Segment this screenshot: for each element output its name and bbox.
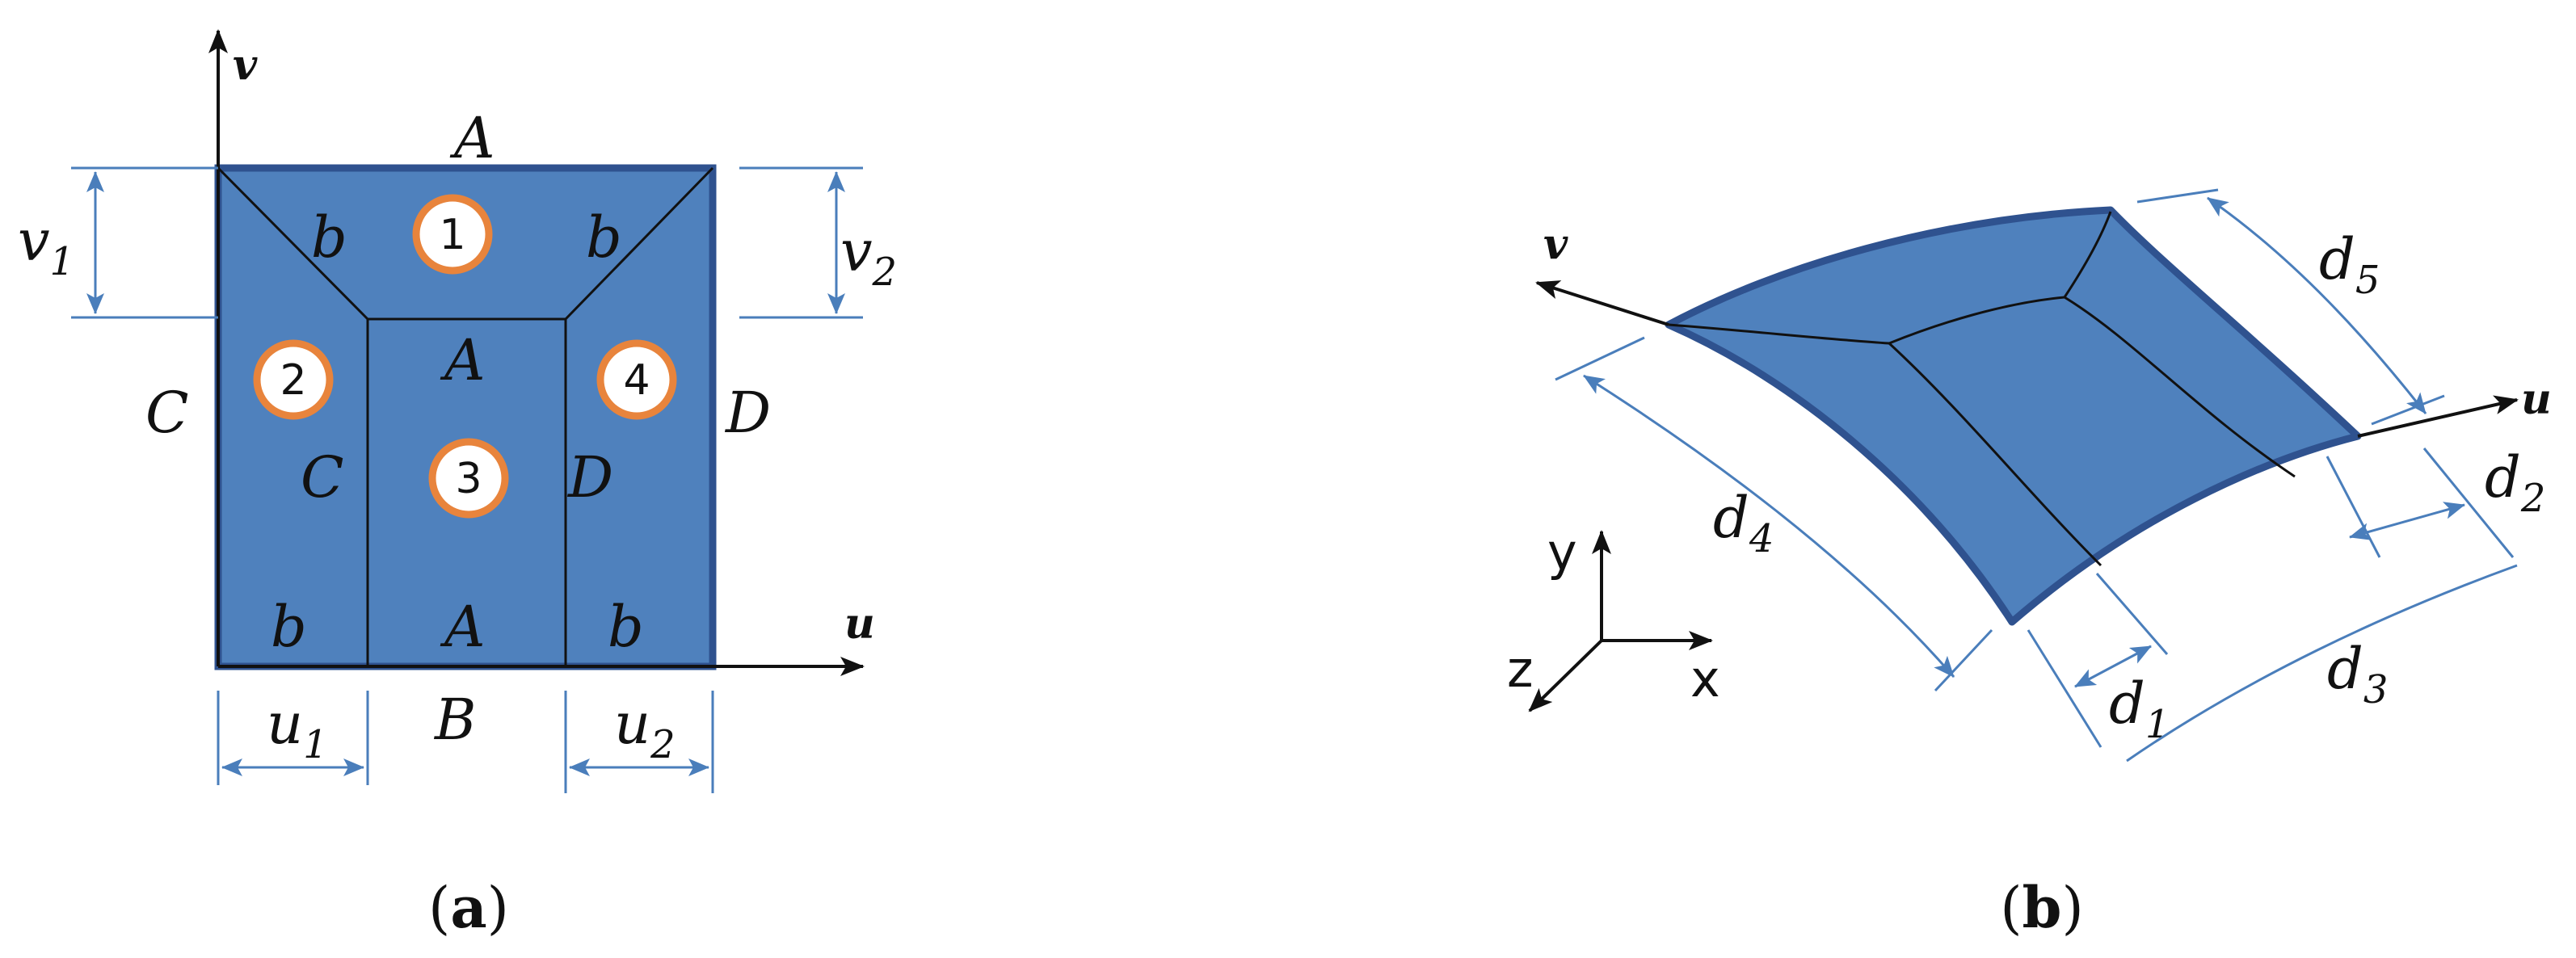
division-lines [217, 166, 714, 666]
v-axis-b [1535, 280, 1669, 326]
u-axis-b [2357, 395, 2519, 438]
region-badge-3: 3 [428, 438, 509, 519]
dimension-u2-label: u2 [614, 691, 676, 767]
region-3-number: 3 [455, 455, 482, 503]
dimension-v1 [71, 166, 218, 319]
u-axis-label: u [844, 599, 875, 649]
dimension-u1-label: u1 [267, 691, 328, 767]
v-axis-label: v [233, 40, 258, 90]
dimension-d4-label: d4 [1713, 485, 1774, 561]
dimension-d3 [2126, 564, 2518, 763]
u-axis-b-label: u [2521, 375, 2552, 424]
dimension-d2 [2326, 447, 2515, 558]
edge-label-d: D [724, 380, 771, 446]
region-1-number: 1 [439, 211, 465, 259]
region-2-number: 2 [280, 356, 306, 405]
panel-a: v u A B C D A A C D b b b b 1 2 3 4 [18, 29, 897, 941]
dimension-d4 [1555, 336, 1993, 692]
dimension-d5 [2136, 188, 2445, 426]
panel-b: v u y x z d4 d5 [1507, 188, 2552, 941]
b-label-top-left: b [311, 204, 347, 271]
inner-label-a-mid: A [440, 327, 486, 393]
dimension-v2 [739, 166, 863, 319]
dimension-d2-label: d2 [2485, 444, 2545, 521]
region-4-number: 4 [623, 356, 650, 405]
edge-label-b: B [433, 687, 476, 753]
caption-a: (a) [428, 874, 509, 941]
inner-label-c: C [301, 444, 344, 511]
dimension-v2-label: v2 [840, 218, 897, 295]
dimension-d5-label: d5 [2319, 226, 2380, 303]
dimension-u2 [564, 691, 714, 793]
region-badge-2: 2 [253, 339, 334, 420]
region-badge-1: 1 [412, 194, 493, 275]
b-label-bottom-right: b [608, 594, 644, 660]
b-label-top-right: b [586, 204, 622, 271]
inner-label-d: D [566, 444, 613, 511]
edge-label-a-top: A [449, 105, 495, 171]
coord-z-label: z [1507, 640, 1534, 699]
dimension-u1 [217, 691, 369, 785]
caption-b: (b) [2000, 874, 2084, 941]
inner-label-a-bottom: A [440, 594, 486, 660]
coord-x-label: x [1690, 649, 1720, 708]
dimension-v1-label: v1 [18, 208, 74, 284]
v-axis-b-label: v [1543, 220, 1568, 269]
dimension-d1 [2027, 573, 2169, 748]
dimension-d1-label: d1 [2109, 670, 2170, 747]
b-label-bottom-left: b [271, 594, 307, 660]
coord-y-label: y [1547, 523, 1577, 582]
surface-division-lines [1668, 211, 2296, 567]
dimension-d3-label: d3 [2327, 636, 2388, 712]
edge-label-c: C [145, 380, 189, 446]
region-badge-4: 4 [596, 339, 677, 420]
